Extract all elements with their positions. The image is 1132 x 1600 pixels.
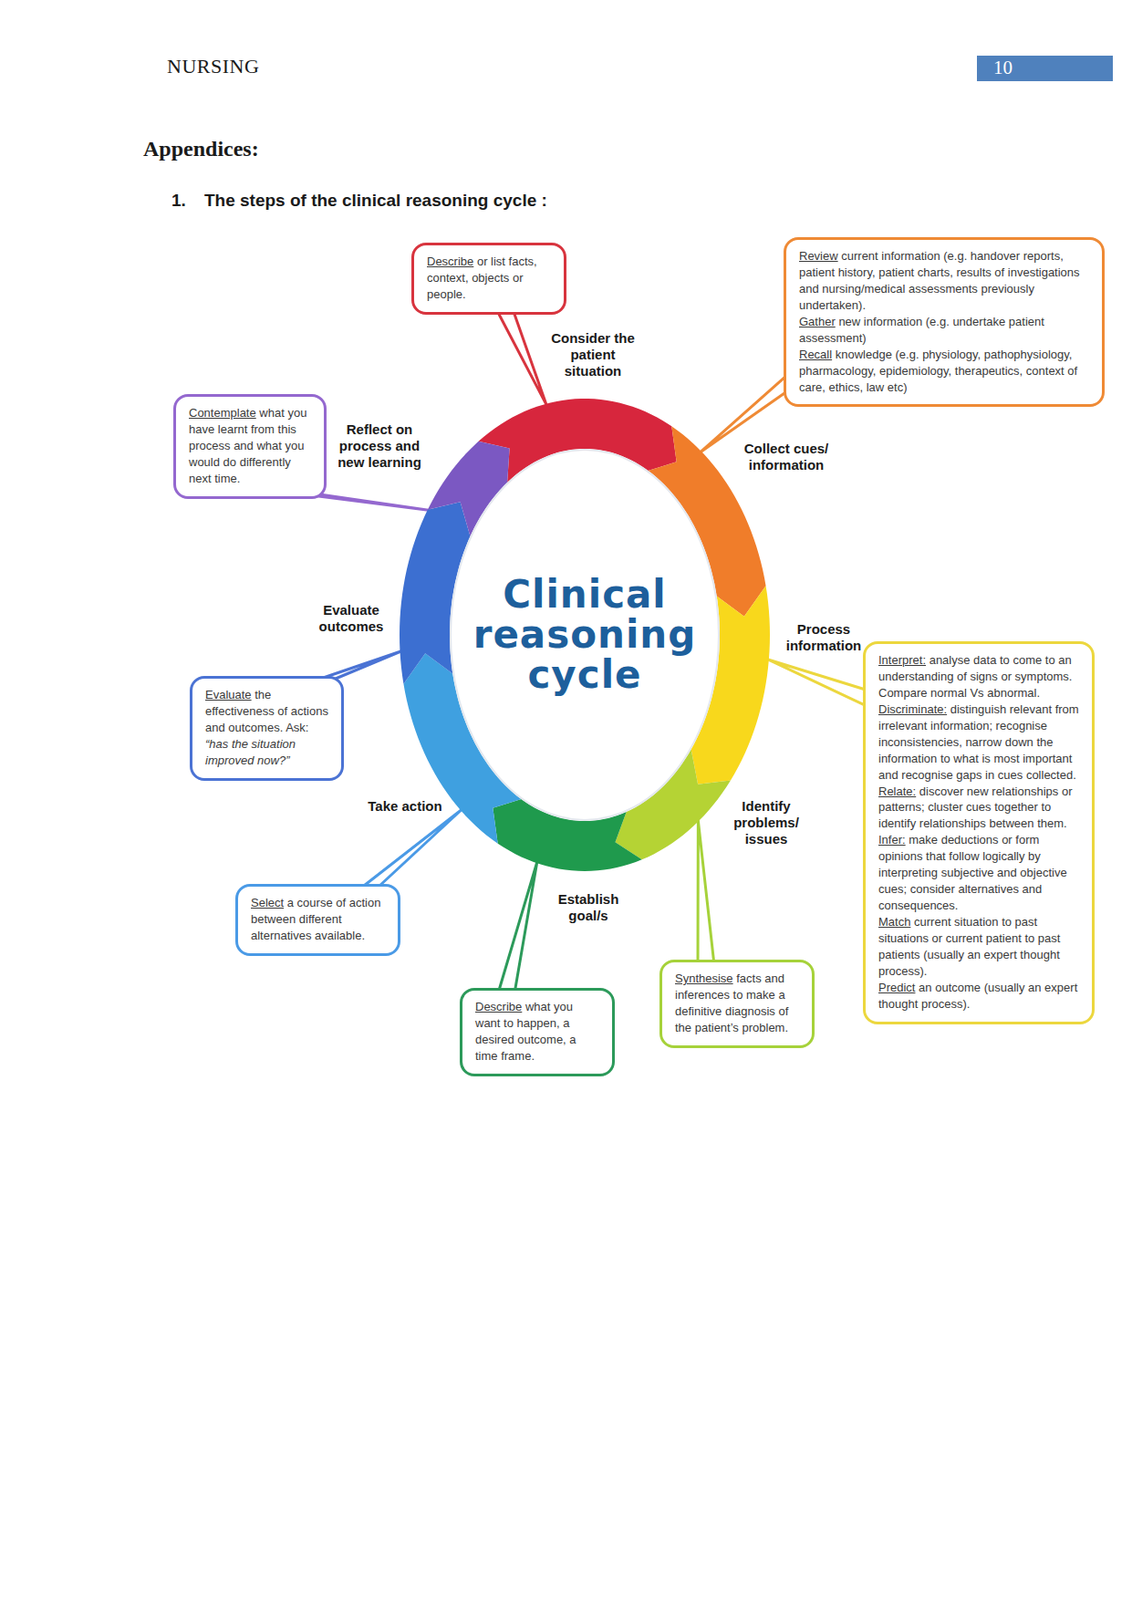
action-keyword: Interpret:	[878, 653, 926, 667]
stage-label: Establish goal/s	[551, 891, 625, 925]
callout-box: Reviewcurrent information (e.g. handover…	[783, 237, 1105, 407]
page-number-bar	[976, 55, 1113, 82]
text-paragraph: Reviewcurrent information (e.g. handover…	[799, 248, 1091, 314]
callout-tail	[700, 373, 790, 452]
stage-label: Process information	[779, 621, 868, 655]
callout-text: “has the situation improved now?”	[205, 736, 331, 769]
text-paragraph: Evaluatethe effectiveness of actions and…	[205, 686, 331, 737]
action-keyword: Infer:	[878, 832, 906, 847]
callout-box: Interpret:analyse data to come to an und…	[862, 641, 1095, 1025]
action-keyword: Review	[799, 249, 839, 263]
stage-label: Evaluate outcomes	[312, 602, 390, 635]
callout-tail	[768, 659, 869, 707]
text-paragraph: Interpret:analyse data to come to an und…	[878, 652, 1081, 702]
cycle-ring: Clinical reasoning cycle	[397, 396, 772, 873]
ring-center: Clinical reasoning cycle	[461, 396, 708, 873]
running-header: NURSING	[166, 54, 260, 79]
text-paragraph: Gathernew information (e.g. undertake pa…	[799, 313, 1091, 347]
action-keyword: Gather	[799, 314, 836, 329]
callout-box: Describewhat you want to happen, a desir…	[459, 987, 615, 1077]
callout-box: Contemplatewhat you have learnt from thi…	[173, 394, 327, 499]
callout-tail	[496, 309, 547, 406]
callout-tail	[359, 810, 462, 890]
callout-text: make deductions or form opinions that fo…	[878, 832, 1068, 913]
stage-label: Collect cues/ information	[738, 440, 834, 474]
stage-label: Identify problems/ issues	[727, 798, 805, 848]
text-paragraph: “has the situation improved now?”	[205, 736, 331, 769]
ring-hole	[450, 449, 719, 821]
list-number: 1.	[171, 190, 187, 211]
callout-tail	[697, 820, 715, 966]
text-paragraph: Infer:make deductions or form opinions t…	[878, 831, 1081, 914]
action-keyword: Contemplate	[188, 405, 257, 420]
text-paragraph: Relate:discover new relationships or pat…	[878, 783, 1081, 833]
text-paragraph: Predictan outcome (usually an expert tho…	[878, 979, 1081, 1013]
callout-box: Evaluatethe effectiveness of actions and…	[189, 675, 344, 781]
text-paragraph: Describeor list facts, context, objects …	[426, 253, 553, 303]
text-paragraph: Matchcurrent situation to past situation…	[878, 913, 1081, 980]
stage-label: Reflect on process and new learning	[335, 421, 424, 471]
action-keyword: Describe	[475, 999, 522, 1014]
callout-text: knowledge (e.g. physiology, pathophysiol…	[799, 347, 1078, 395]
list-heading: The steps of the clinical reasoning cycl…	[204, 190, 548, 211]
action-keyword: Synthesise	[675, 971, 734, 986]
text-paragraph: Discriminate:distinguish relevant from i…	[878, 701, 1081, 784]
text-paragraph: Clinical reasoning cycle	[461, 574, 708, 696]
action-keyword: Match	[878, 914, 911, 929]
section-heading: Appendices:	[143, 136, 260, 162]
stage-label: Take action	[363, 798, 447, 815]
callout-box: Synthesisefacts and inferences to make a…	[659, 959, 815, 1049]
page-number: 10	[993, 56, 1013, 80]
text-paragraph: Synthesisefacts and inferences to make a…	[675, 970, 801, 1037]
cycle-title: Clinical reasoning cycle	[473, 571, 697, 697]
text-paragraph: Describewhat you want to happen, a desir…	[475, 998, 602, 1065]
callout-tail	[498, 861, 538, 994]
action-keyword: Discriminate:	[878, 702, 947, 717]
text-paragraph: Recallknowledge (e.g. physiology, pathop…	[799, 346, 1091, 396]
stage-label: Consider the patient situation	[550, 330, 635, 380]
callout-text: new information (e.g. undertake patient …	[799, 314, 1045, 345]
action-keyword: Recall	[799, 347, 832, 362]
action-keyword: Predict	[878, 980, 915, 995]
callout-text: current information (e.g. handover repor…	[799, 249, 1081, 312]
callout-box: Describeor list facts, context, objects …	[411, 242, 567, 315]
text-paragraph: Selecta course of action between differe…	[250, 894, 387, 945]
action-keyword: Evaluate	[205, 687, 252, 702]
text-paragraph: Contemplatewhat you have learnt from thi…	[188, 405, 313, 488]
callout-box: Selecta course of action between differe…	[235, 883, 401, 956]
action-keyword: Relate:	[878, 784, 916, 799]
action-keyword: Describe	[426, 254, 474, 269]
action-keyword: Select	[250, 895, 284, 910]
